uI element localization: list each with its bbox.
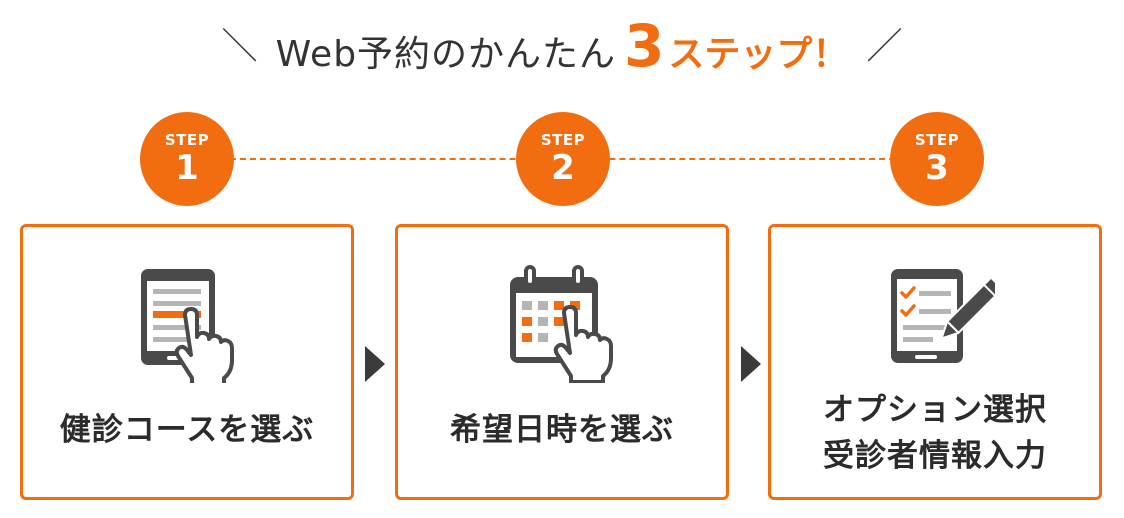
step-number: 1 [175,148,199,188]
slash-right: ／ [866,26,903,67]
step-card-1: 健診コースを選ぶ [20,224,354,500]
next-arrow-icon [741,346,761,382]
checklist-pen-icon [875,263,1004,383]
step-title-line: 健診コースを選ぶ [59,412,315,448]
headline-suffix: ステップ！ [668,34,849,75]
step-badge-2: STEP 2 [516,112,610,206]
step-title: オプション選択 受診者情報入力 [771,387,1099,479]
headline-text: Web予約のかんたん 3 ステップ！ [276,17,849,77]
slash-left: ＼ [221,26,258,67]
step-title-line: 希望日時を選ぶ [450,412,674,448]
step-title: 希望日時を選ぶ [398,407,726,453]
step-title: 健診コースを選ぶ [23,407,351,453]
headline-main: Web予約のかんたん [275,34,617,75]
headline: ＼ Web予約のかんたん 3 ステップ！ ／ [0,8,1124,86]
tablet-tap-icon [127,263,247,388]
headline-number: 3 [624,12,665,80]
calendar-tap-icon [502,263,622,384]
step-badge-3: STEP 3 [890,112,984,206]
step-number: 2 [551,148,575,188]
step-card-2: 希望日時を選ぶ [395,224,729,500]
step-title-line: 受診者情報入力 [823,438,1047,474]
step-label: STEP [540,131,586,149]
step-card-3: オプション選択 受診者情報入力 [768,224,1102,500]
step-label: STEP [914,131,960,149]
step-title-line: オプション選択 [823,392,1047,428]
step-badge-1: STEP 1 [140,112,234,206]
next-arrow-icon [365,346,385,382]
step-number: 3 [925,148,949,188]
step-label: STEP [164,131,210,149]
